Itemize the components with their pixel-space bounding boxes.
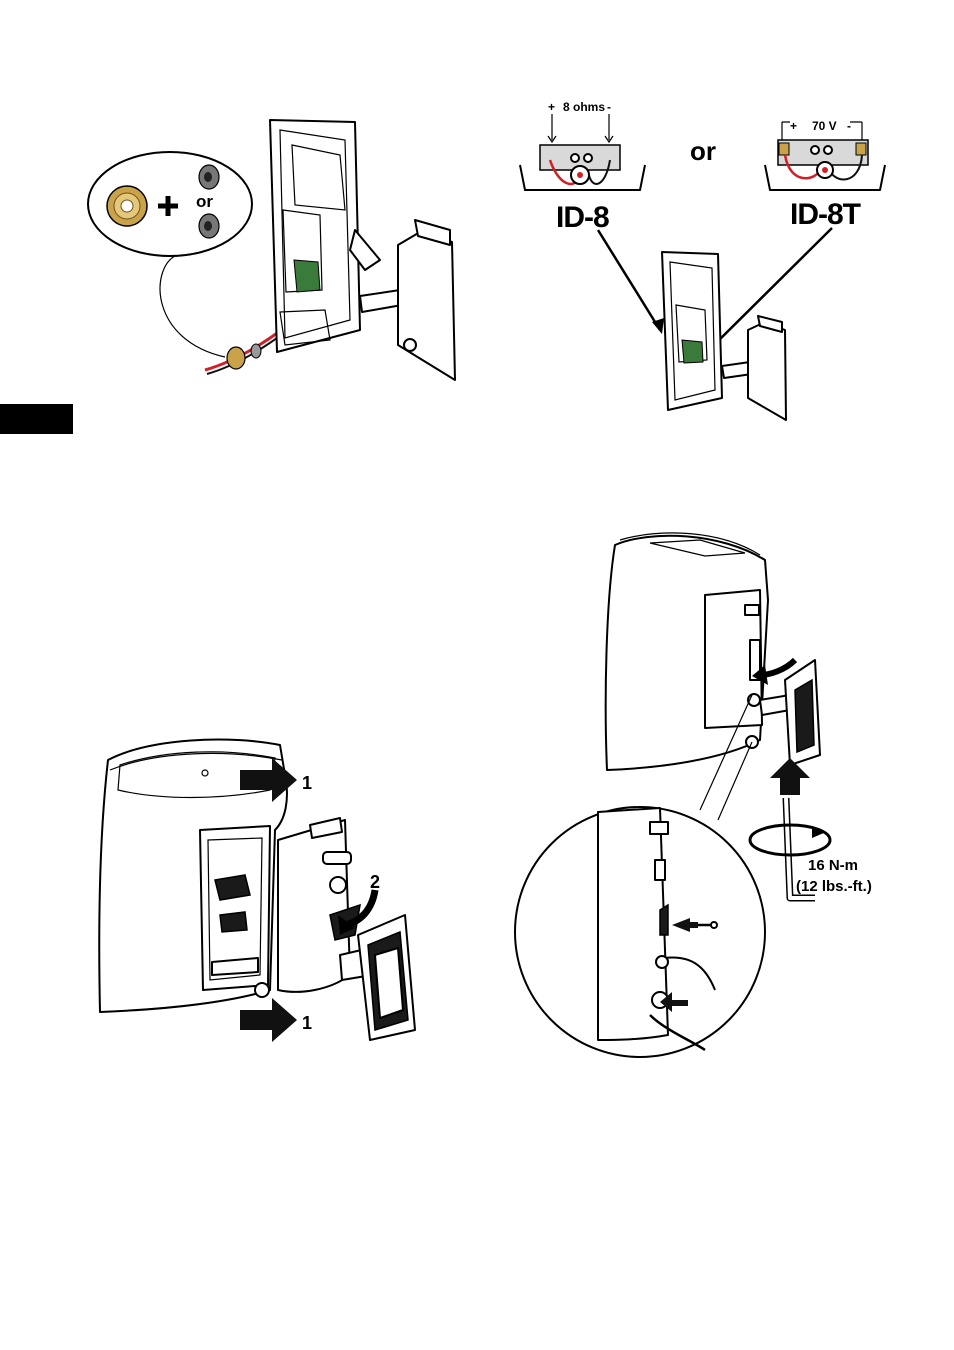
- figure-4-tighten: 16 N-m (12 lbs.-ft.): [515, 533, 872, 1057]
- figure-1-cable-gland: or: [88, 120, 455, 380]
- nut-on-cable: [227, 347, 245, 369]
- grommet-bottom-icon: [199, 214, 219, 238]
- grommet-top-icon: [199, 165, 219, 189]
- or-text: or: [196, 192, 213, 211]
- minus-left-label: -: [607, 100, 611, 114]
- model-id8-label: ID-8: [556, 201, 609, 234]
- figure-3-mounting: 2 1 1: [99, 740, 415, 1042]
- torque-value: 16 N-m: [808, 857, 858, 874]
- model-id8t-label: ID-8T: [790, 198, 861, 231]
- figure-2-wiring: + 8 ohms - or + 70 V -: [520, 100, 885, 420]
- volts-label: 70 V: [812, 119, 837, 133]
- rotate-label: 2: [370, 872, 380, 892]
- bracket-housing: [278, 820, 350, 992]
- torque-value-imperial: (12 lbs.-ft.): [796, 878, 872, 895]
- brass-nut-icon: [107, 186, 147, 226]
- grommet-on-cable: [251, 344, 261, 358]
- push-arrow-bottom-label: 1: [302, 1013, 312, 1033]
- pointer-id8: [598, 230, 660, 330]
- push-arrow-bottom: [240, 998, 297, 1042]
- callout-leader: [160, 256, 225, 357]
- wall-bracket: [398, 232, 455, 380]
- minus-right-label: -: [847, 119, 851, 133]
- id8-terminal-panel: + 8 ohms -: [520, 100, 645, 190]
- ohms-label: 8 ohms: [563, 100, 605, 114]
- bracket-arm: [360, 290, 402, 312]
- up-arrow: [770, 758, 810, 795]
- plus-right-label: +: [790, 119, 797, 133]
- id8t-terminal-panel: + 70 V -: [765, 119, 885, 190]
- plus-left-label: +: [548, 100, 555, 114]
- push-arrow-top-label: 1: [302, 773, 312, 793]
- wall-bracket-small: [748, 322, 786, 420]
- screw-arrow: [690, 922, 698, 928]
- or-large-text: or: [690, 136, 716, 166]
